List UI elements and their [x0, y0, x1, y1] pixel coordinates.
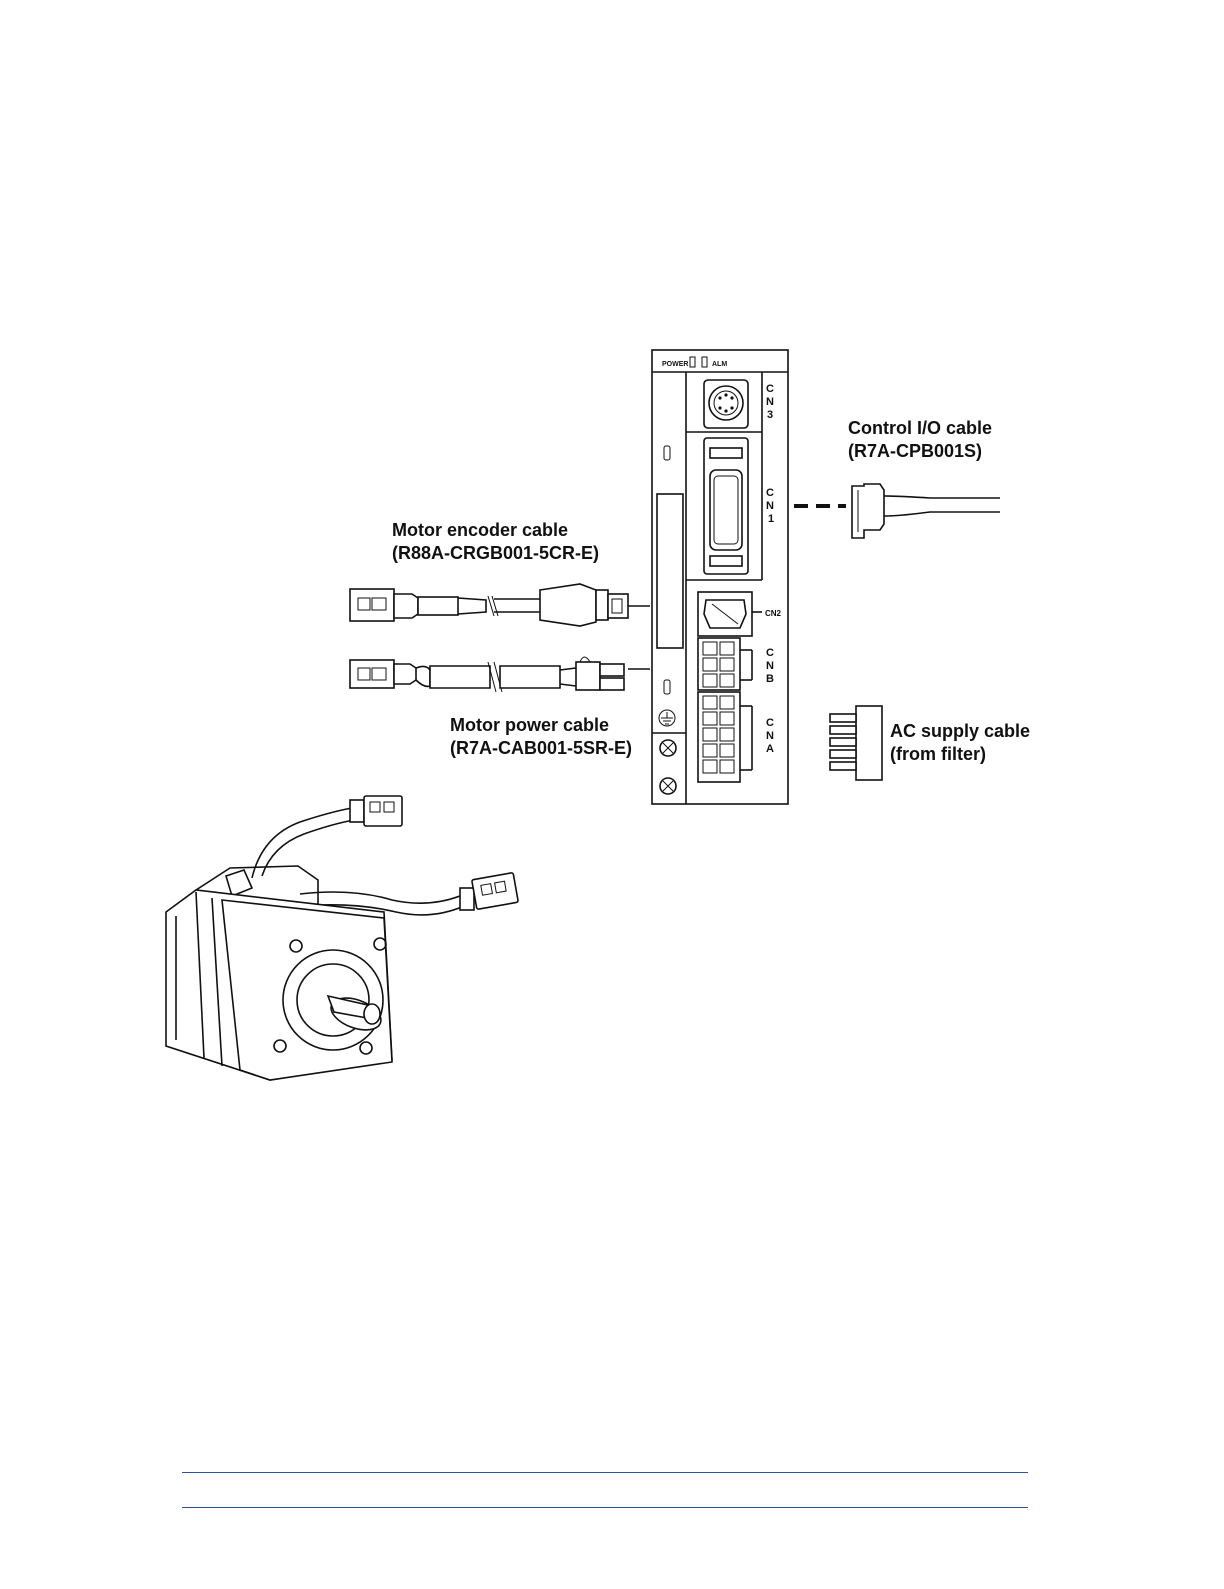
cnb-label-1: C: [766, 647, 774, 659]
cn1-label-3: 1: [768, 513, 774, 525]
footer-rule-bottom: [182, 1507, 1028, 1508]
control-io-cable: [794, 484, 1000, 538]
cn2-label: CN2: [765, 609, 782, 618]
cn3-label-2: N: [766, 396, 774, 408]
footer-rule-top: [182, 1472, 1028, 1473]
ac-supply-cable-part: (from filter): [890, 743, 986, 765]
cna-label-1: C: [766, 717, 774, 729]
power-cable-title: Motor power cable: [450, 714, 609, 736]
encoder-cable-part: (R88A-CRGB001-5CR-E): [392, 542, 599, 564]
ac-supply-cable-title: AC supply cable: [890, 720, 1030, 742]
motor-power-cable: [350, 657, 650, 692]
encoder-cable-title: Motor encoder cable: [392, 519, 568, 541]
control-io-cable-title: Control I/O cable: [848, 417, 992, 439]
cna-label-2: N: [766, 730, 774, 742]
power-cable-part: (R7A-CAB001-5SR-E): [450, 737, 632, 759]
nameplate-slot: [657, 494, 683, 648]
motor-encoder-cable: [350, 584, 650, 626]
cn3-label-1: C: [766, 383, 774, 395]
power-label: POWER: [662, 361, 688, 368]
servo-motor: [166, 796, 518, 1080]
ac-supply-cable: [830, 706, 882, 780]
cn3-label-3: 3: [767, 409, 773, 421]
cnb-label-3: B: [766, 673, 774, 685]
cna-label-3: A: [766, 743, 774, 755]
ground-icon: [659, 710, 675, 726]
servo-drive: POWER ALM: [652, 350, 788, 804]
cn1-label-2: N: [766, 500, 774, 512]
control-io-cable-part: (R7A-CPB001S): [848, 440, 982, 462]
cnb-label-2: N: [766, 660, 774, 672]
alarm-label: ALM: [712, 361, 727, 368]
cn1-label-1: C: [766, 487, 774, 499]
